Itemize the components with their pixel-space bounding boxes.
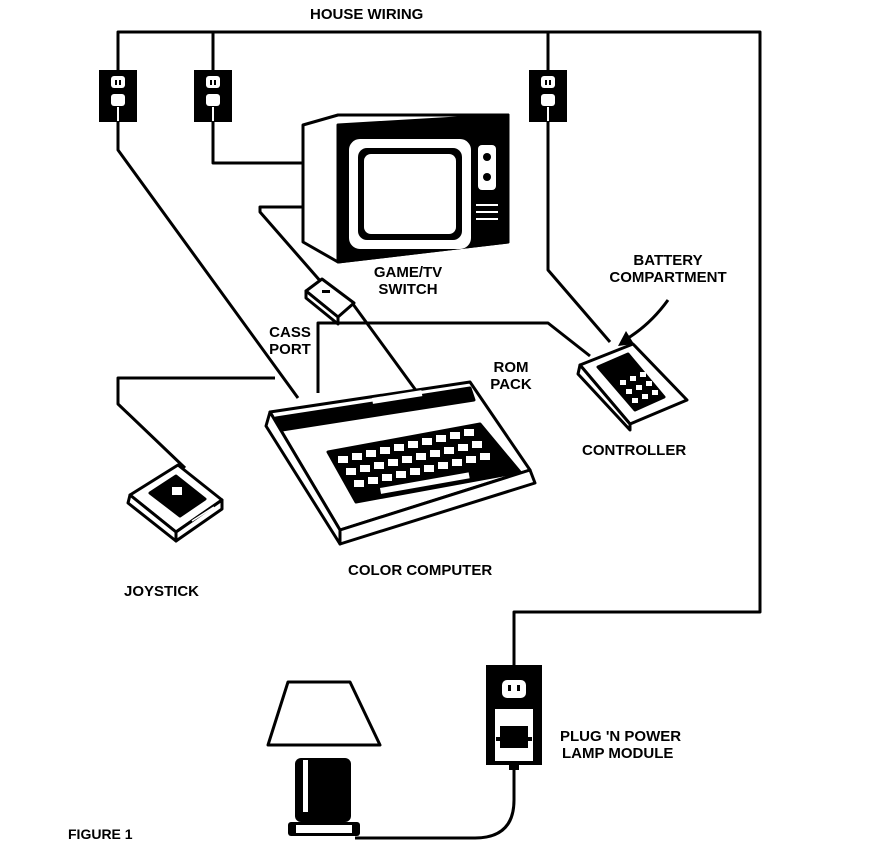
wall-outlet-1-icon: [99, 70, 137, 122]
rom-pack-label-line2: PACK: [490, 376, 532, 393]
game-tv-switch-label-line2: SWITCH: [378, 281, 438, 298]
cord-outlet2-tv: [211, 122, 310, 165]
cord-outlet1-computer: [116, 122, 300, 399]
controller-label: CONTROLLER: [582, 442, 687, 459]
cass-port-label-line1: CASS: [269, 324, 311, 341]
lamp-module-icon: [493, 707, 535, 770]
game-tv-switch-icon: [304, 277, 356, 326]
cord-joystick: [116, 376, 275, 470]
cord-outlet3-controller: [546, 122, 612, 343]
wall-outlet-3-icon: [529, 70, 567, 122]
lamp-icon: [266, 680, 382, 836]
plug-n-power-label-line1: PLUG 'N POWER: [560, 728, 682, 745]
figure-caption: FIGURE 1: [68, 826, 133, 842]
cord-switch-computer: [348, 299, 422, 397]
battery-compartment-label-line1: BATTERY: [633, 252, 703, 269]
battery-arrowhead-icon: [618, 331, 634, 346]
cord-lamp: [355, 770, 516, 840]
wall-outlet-2-icon: [194, 70, 232, 122]
plug-n-power-label-line2: LAMP MODULE: [562, 745, 674, 762]
house-wiring-line: [116, 30, 762, 665]
game-tv-switch-label: GAME/TV SWITCH: [363, 264, 453, 298]
color-computer-label: COLOR COMPUTER: [348, 562, 493, 579]
battery-arrow-icon: [624, 299, 670, 342]
rom-pack-label-line1: ROM: [493, 359, 529, 376]
battery-compartment-label: BATTERY COMPARTMENT: [588, 252, 748, 286]
plug-n-power-label: PLUG 'N POWER LAMP MODULE: [560, 728, 681, 762]
house-wiring-label: HOUSE WIRING: [310, 6, 424, 23]
cass-port-label: CASS PORT: [252, 324, 328, 358]
game-tv-switch-label-line1: GAME/TV: [373, 264, 443, 281]
cass-port-label-line2: PORT: [269, 341, 311, 358]
cord-controller-computer: [316, 321, 591, 393]
joystick-label: JOYSTICK: [124, 583, 200, 600]
color-computer-icon: [264, 380, 537, 546]
television-icon: [301, 113, 510, 264]
joystick-icon: [126, 463, 224, 543]
rom-pack-label: ROM PACK: [486, 359, 536, 393]
controller-icon: [576, 342, 689, 432]
battery-compartment-label-line2: COMPARTMENT: [609, 269, 727, 286]
cord-tv-switch: [258, 205, 324, 284]
